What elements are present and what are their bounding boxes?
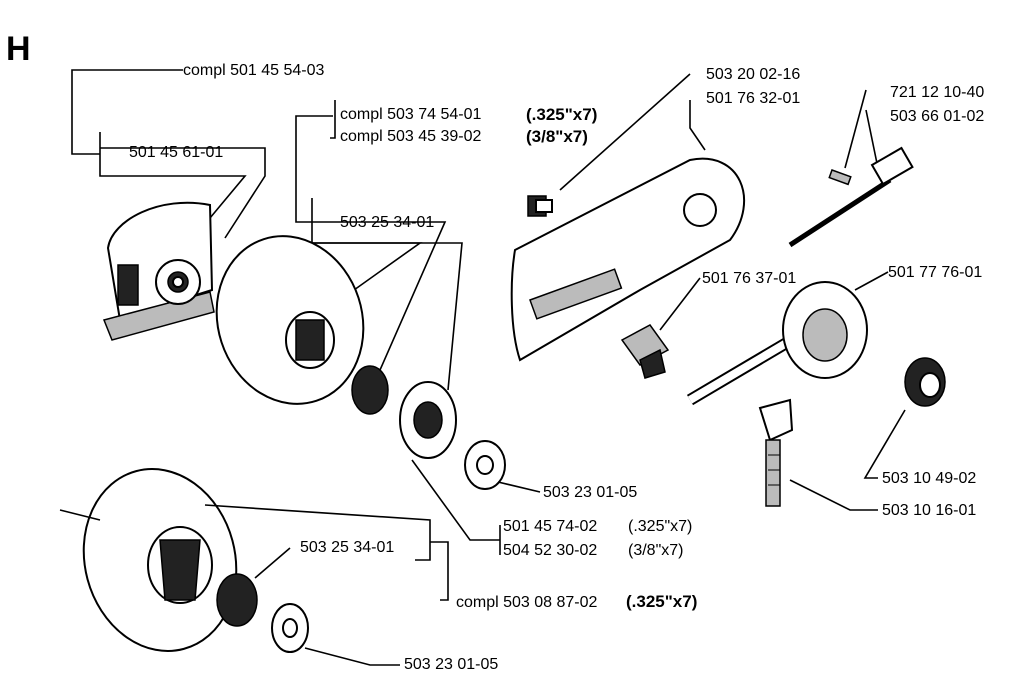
chain-guide-drawing [620, 324, 670, 379]
oil-fitting-drawing [758, 398, 794, 507]
oil-pump-drawing [686, 281, 868, 406]
leader-clutch-compl [71, 69, 183, 155]
label-guide: 501 76 37-01 [702, 270, 797, 287]
label-pitch-38: (3/8"x7) [526, 127, 588, 146]
leader-bearing-top [312, 221, 447, 371]
gear-drawing [904, 357, 946, 407]
leader-gear [863, 409, 906, 479]
label-rim-38: 504 52 30-02 [503, 542, 598, 559]
label-plate: 501 76 32-01 [706, 90, 801, 107]
label-drum-compl-b: compl 503 45 39-02 [340, 128, 482, 145]
guide-plate-drawing [510, 157, 746, 362]
label-rim-325: 501 45 74-02 [503, 518, 598, 535]
leader-washer-top [497, 481, 541, 493]
label-pitch-325: (.325"x7) [526, 105, 598, 124]
clutch-assembly-drawing [102, 201, 215, 341]
clutch-drum-top-drawing [215, 235, 506, 490]
leader-fitting [789, 479, 878, 511]
label-bearing-top: 503 25 34-01 [340, 214, 435, 231]
label-rim-38-spec: (3/8"x7) [628, 542, 684, 559]
label-drum-compl-c-spec: (.325"x7) [626, 592, 698, 611]
label-clutch-compl: compl 501 45 54-03 [183, 62, 325, 79]
label-shoe: 501 45 61-01 [129, 144, 224, 161]
label-pump: 501 77 76-01 [888, 264, 983, 281]
clutch-drum-bottom-drawing [82, 468, 309, 653]
leader-pump [854, 271, 889, 291]
leader-bottom-left [59, 509, 101, 521]
label-rim-325-spec: (.325"x7) [628, 518, 693, 535]
label-fitting: 503 10 16-01 [882, 502, 977, 519]
label-gear: 503 10 49-02 [882, 470, 977, 487]
leader-pin [844, 89, 867, 169]
label-bearing-bottom: 503 25 34-01 [300, 539, 395, 556]
label-washer-bottom: 503 23 01-05 [404, 656, 499, 673]
label-drum-compl-a: compl 503 74 54-01 [340, 106, 482, 123]
label-drum-compl-c: compl 503 08 87-02 [456, 594, 598, 611]
worm-shaft-drawing [788, 146, 914, 248]
leader-plate [689, 100, 706, 151]
leader-drum-bracket [295, 115, 333, 223]
leader-drum-bottom [204, 504, 431, 561]
leader-washer-bottom [304, 647, 400, 666]
leader-drum-compl [330, 100, 336, 139]
section-letter: H [6, 30, 31, 68]
leader-rim-codes [411, 459, 500, 541]
leader-bolt [559, 73, 691, 191]
label-washer-top: 503 23 01-05 [543, 484, 638, 501]
leader-drum-bottom-2 [430, 541, 449, 601]
label-worm: 503 66 01-02 [890, 108, 985, 125]
label-bolt: 503 20 02-16 [706, 66, 801, 83]
bolt-drawing [527, 195, 553, 217]
leader-rim-top [312, 242, 463, 391]
leader-shoe [99, 132, 247, 219]
leader-shoe-2 [100, 147, 266, 239]
leader-bearing-bottom [254, 547, 291, 579]
leader-guide [659, 277, 701, 331]
label-pin: 721 12 10-40 [890, 84, 985, 101]
